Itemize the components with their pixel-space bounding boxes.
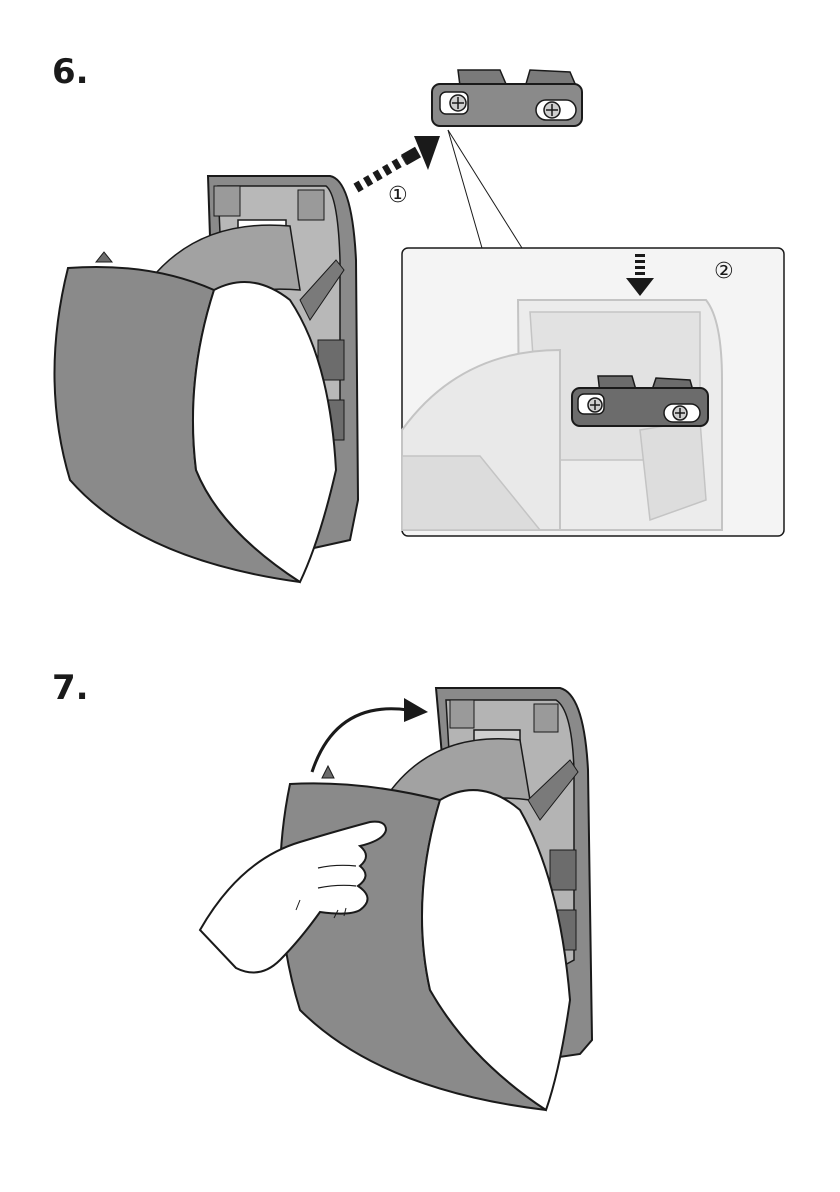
step-6-illustration: ①: [54, 70, 784, 582]
curved-arrow-icon: [312, 698, 428, 772]
arrow-right-icon: [356, 136, 440, 188]
mounting-bracket: [432, 70, 582, 126]
callout-2: ②: [714, 259, 734, 284]
screw-icon: [450, 95, 466, 111]
screw-icon: [544, 102, 560, 118]
callout-1: ①: [388, 183, 408, 208]
screw-icon: [588, 398, 602, 412]
screw-icon: [673, 406, 687, 420]
step-7-illustration: [200, 688, 592, 1110]
detail-inset: ②: [402, 248, 784, 536]
